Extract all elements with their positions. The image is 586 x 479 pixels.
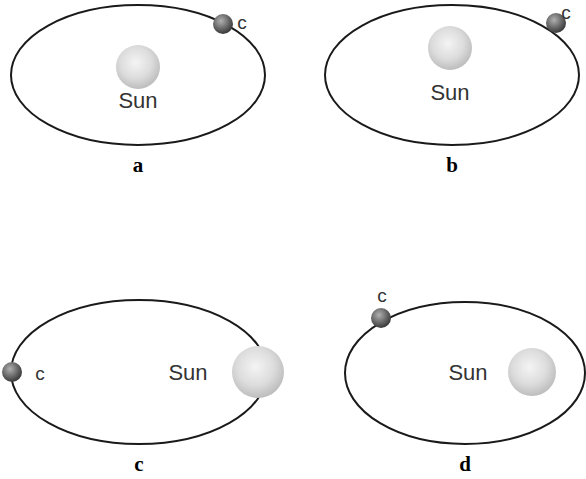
comet-label: c — [377, 286, 387, 305]
panel-letter: c — [134, 454, 143, 475]
orbit — [11, 5, 265, 145]
orbit — [325, 5, 579, 145]
comet — [371, 308, 391, 328]
sun-label: Sun — [168, 362, 207, 384]
sun — [508, 348, 556, 396]
sun-label: Sun — [430, 82, 469, 104]
orbit — [11, 300, 267, 444]
panel-letter: b — [446, 155, 458, 176]
sun — [232, 346, 284, 398]
sun-label: Sun — [448, 362, 487, 384]
comet — [2, 362, 22, 382]
sun-label: Sun — [118, 90, 157, 112]
comet-label: c — [35, 364, 45, 383]
orbit — [345, 302, 585, 444]
comet-label: c — [561, 2, 571, 21]
sun — [428, 26, 472, 70]
panel-letter: a — [133, 155, 144, 176]
comet — [213, 14, 233, 34]
panel-letter: d — [459, 454, 471, 475]
comet-label: c — [237, 13, 247, 32]
sun — [116, 45, 160, 89]
